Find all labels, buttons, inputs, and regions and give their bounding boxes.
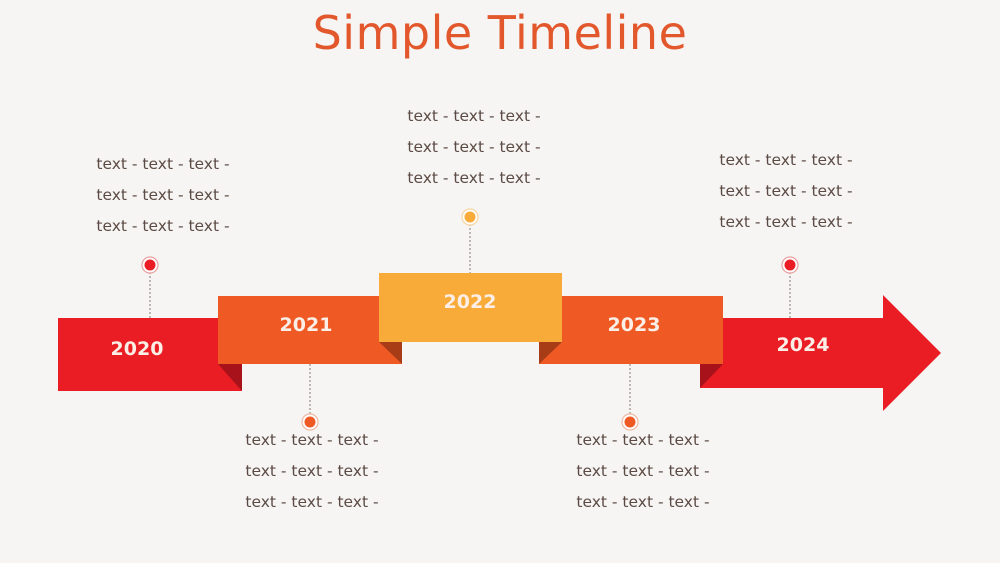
marker-dot-icon-2023 [621,413,639,431]
text-line: text - text - text - [96,217,230,235]
text-line: text - text - text - [245,462,379,480]
milestone-text-2021: text - text - text - text - text - text … [212,425,412,518]
text-line: text - text - text - [407,107,541,125]
text-line: text - text - text - [576,431,710,449]
year-label-2021: 2021 [280,314,333,336]
text-line: text - text - text - [96,155,230,173]
text-line: text - text - text - [576,462,710,480]
fold-2024-shadow [700,364,723,388]
text-line: text - text - text - [719,151,853,169]
text-line: text - text - text - [407,169,541,187]
segment-2023 [539,296,723,364]
fold-2021-right [379,342,402,364]
marker-dot-icon-2024 [781,256,799,274]
page-title: Simple Timeline [312,6,688,60]
fold-2023-left [539,342,562,364]
text-line: text - text - text - [719,213,853,231]
year-label-2024: 2024 [777,334,830,356]
text-line: text - text - text - [407,138,541,156]
segment-2024 [723,318,885,388]
text-line: text - text - text - [245,431,379,449]
text-line: text - text - text - [576,493,710,511]
text-line: text - text - text - [245,493,379,511]
milestone-text-2024: text - text - text - text - text - text … [686,145,886,238]
milestone-text-2020: text - text - text - text - text - text … [63,149,263,242]
year-label-2022: 2022 [444,291,497,313]
milestone-text-2022: text - text - text - text - text - text … [374,101,574,194]
arrow-head [883,295,941,411]
milestone-text-2023: text - text - text - text - text - text … [543,425,743,518]
marker-dot-icon-2021 [301,413,319,431]
segment-2022 [379,273,562,342]
year-label-2020: 2020 [111,338,164,360]
year-label-2023: 2023 [608,314,661,336]
segment-2020 [58,318,242,391]
marker-dot-icon-2020 [141,256,159,274]
fold-2020 [218,364,242,391]
segment-2021 [218,296,402,364]
text-line: text - text - text - [96,186,230,204]
text-line: text - text - text - [719,182,853,200]
marker-dot-icon-2022 [461,208,479,226]
